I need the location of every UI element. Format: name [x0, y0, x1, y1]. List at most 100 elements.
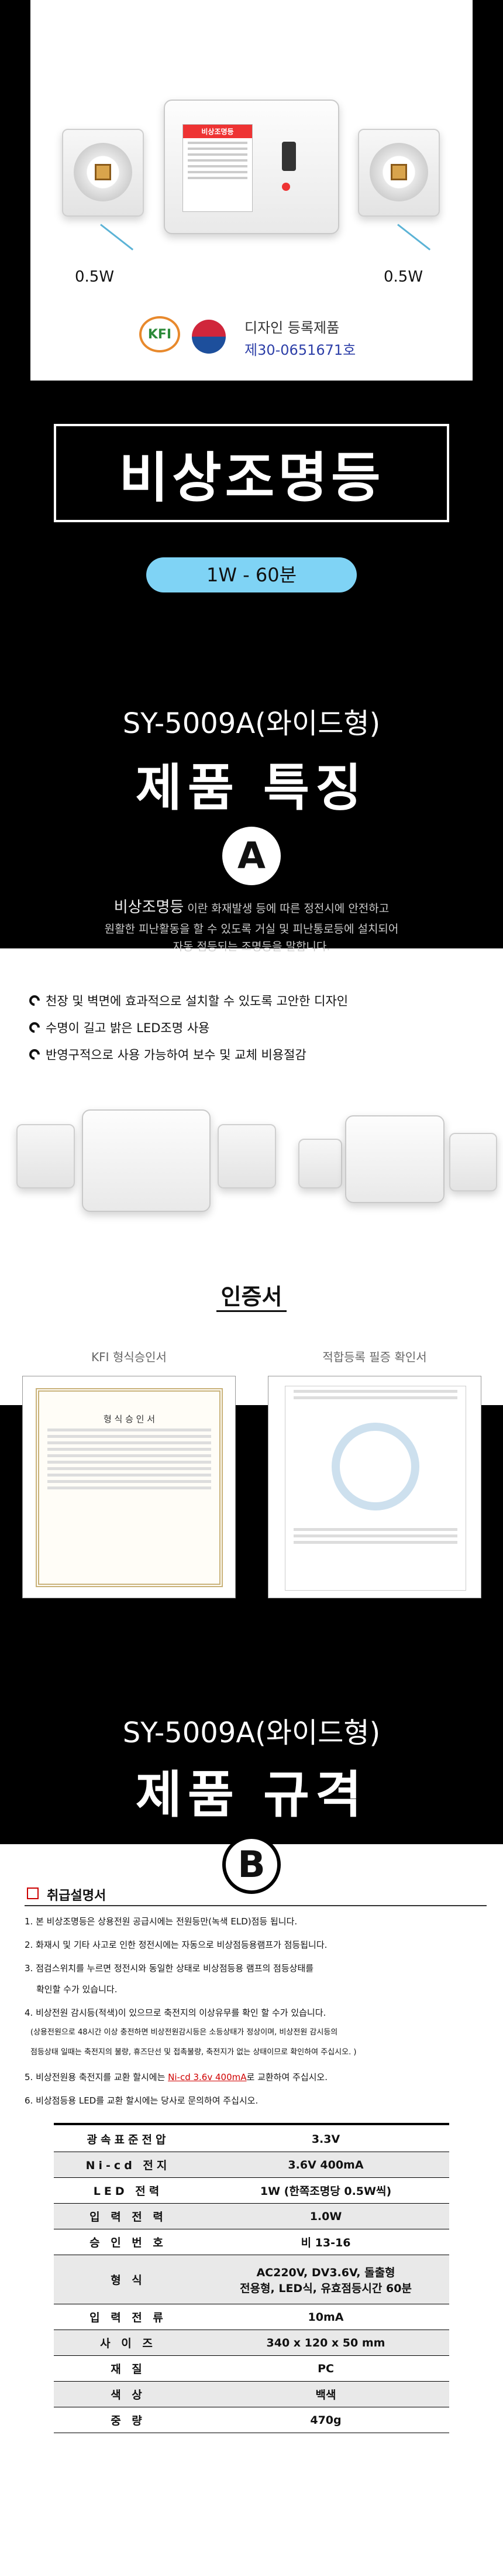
banner-title: 비상조명등: [119, 446, 384, 509]
banner-frame: 비상조명등: [54, 424, 449, 522]
spec-value: 1.0W: [202, 2204, 449, 2229]
photo-left-lamp-2: [298, 1139, 342, 1188]
spec-key: 사 이 즈: [100, 2337, 156, 2350]
cert-left-doc-title: 형 식 승 인 서: [103, 1414, 156, 1424]
cert-right-document: [285, 1386, 466, 1591]
spec-key: 입 력 전 력: [89, 2211, 167, 2224]
spec-value-line: 비 13-16: [301, 2236, 351, 2249]
feature-item: 천장 및 벽면에 효과적으로 설치할 수 있도록 고안한 디자인: [27, 992, 348, 1009]
korea-emblem-icon: [192, 320, 226, 354]
spec-row: 색 상 백색: [54, 2382, 449, 2407]
spec-row: 승 인 번 호 비 13-16: [54, 2229, 449, 2255]
right-power-label: 0.5W: [384, 268, 423, 286]
spec-value: 3.3V: [202, 2126, 449, 2152]
spec-row: 광속표준전압 3.3V: [54, 2126, 449, 2152]
cert-left-frame: 형 식 승 인 서: [22, 1376, 236, 1598]
spec-key: 입 력 전 류: [54, 2304, 202, 2330]
spec-value-line-2: 전용형, LED식, 유효점등시간 60분: [240, 2282, 412, 2295]
manual-title: 취급설명서: [47, 1889, 106, 1903]
desc-strong: 비상조명등: [113, 899, 184, 916]
design-reg-title: 디자인 등록제품: [244, 320, 340, 336]
cert-right-frame: [268, 1376, 481, 1598]
photo-body-2: [345, 1115, 445, 1203]
spec-row: 사 이 즈 340 x 120 x 50 mm: [54, 2330, 449, 2356]
spec-table-top-border: [54, 2123, 449, 2125]
feature-item: 반영구적으로 사용 가능하여 보수 및 교체 비용절감: [27, 1046, 306, 1063]
spec-value-line: 1W (한쪽조명당 0.5W씩): [260, 2185, 392, 2198]
spec-key: 중 량: [54, 2407, 202, 2433]
status-led-icon: [282, 183, 290, 191]
section-b-heading: 제품 규격: [135, 1766, 368, 1824]
desc-line-2: 원활한 피난활동을 할 수 있도록 거실 및 피난통로등에 설치되어: [104, 922, 399, 936]
spec-key: LED 전력: [54, 2178, 202, 2203]
right-lamp: [358, 129, 440, 217]
left-arrow-icon: [100, 224, 134, 251]
spec-value-line: 백색: [315, 2389, 336, 2402]
spec-key: 재 질: [54, 2356, 202, 2381]
spec-key: Ni-cd 전지: [85, 2159, 171, 2172]
spec-value: 340 x 120 x 50 mm: [202, 2330, 449, 2355]
spec-row: 중 량 470g: [54, 2407, 449, 2433]
section-a-model: SY-5009A(와이드형): [122, 707, 381, 740]
cert-left-title: KFI 형식승인서: [91, 1350, 167, 1364]
note-5: 5. 비상전원용 축전지를 교환 할시에는 Ni-cd 3.6v 400mA로 …: [25, 2072, 328, 2082]
section-b-badge: B: [222, 1835, 281, 1894]
desc-line-3: 자동 점등되는 조명등을 말합니다.: [173, 940, 330, 953]
checkbox-icon: [27, 1888, 39, 1899]
manual-divider: [25, 1905, 487, 1906]
note-2: 2. 화재시 및 기타 사고로 인한 정전시에는 자동으로 비상점등용램프가 점…: [25, 1940, 328, 1950]
photo-left-lamp-1: [16, 1124, 75, 1188]
spec-value-line: 3.6V 400mA: [288, 2158, 364, 2171]
section-a: [0, 644, 503, 1405]
kc-mark-icon: [332, 1423, 419, 1510]
spec-value-line: 10mA: [308, 2310, 344, 2324]
spec-value-line: 470g: [310, 2413, 342, 2427]
spec-key: 승 인 번 호: [54, 2229, 202, 2255]
left-lamp: [62, 129, 144, 217]
product-label-title: 비상조명등: [183, 125, 252, 138]
spec-key: 색 상: [111, 2389, 146, 2402]
section-b-model: SY-5009A(와이드형): [122, 1717, 381, 1749]
design-reg-number: 제30-0651671호: [244, 342, 356, 358]
bullet-icon: [27, 1047, 42, 1062]
photo-right-lamp-2: [449, 1133, 497, 1191]
spec-row: 입 력 전 력 1.0W: [54, 2204, 449, 2229]
note-4: 4. 비상전원 감시등(적색)이 있으므로 축전지의 이상유무를 확인 할 수가…: [25, 2008, 326, 2018]
photo-body-1: [82, 1109, 211, 1212]
test-switch: [282, 142, 296, 171]
kfi-logo: KFI: [139, 316, 180, 352]
certs-underline: [216, 1310, 287, 1312]
product-body: 비상조명등: [164, 100, 339, 234]
cert-left-document: 형 식 승 인 서: [36, 1388, 223, 1587]
left-power-label: 0.5W: [75, 268, 115, 286]
spec-key: 형 식: [111, 2274, 146, 2287]
spec-row: LED 전력 1W (한쪽조명당 0.5W씩): [54, 2178, 449, 2204]
spec-value-line: 340 x 120 x 50 mm: [266, 2336, 385, 2349]
battery-spec-highlight: Ni-cd 3.6v 400mA: [168, 2072, 247, 2082]
spec-value: 3.6V 400mA: [202, 2152, 449, 2177]
spec-value: 470g: [202, 2407, 449, 2433]
spec-value: PC: [202, 2356, 449, 2381]
photo-right-lamp-1: [218, 1124, 276, 1188]
spec-key: 광속표준전압: [54, 2126, 202, 2152]
spec-row: Ni-cd 전지 3.6V 400mA: [54, 2152, 449, 2178]
product-label: 비상조명등: [182, 124, 253, 212]
spec-value-line: 1.0W: [309, 2210, 342, 2223]
spec-value: 10mA: [202, 2304, 449, 2330]
note-1: 1. 본 비상조명등은 상용전원 공급시에는 전원등만(녹색 ELD)점등 됩니…: [25, 1916, 298, 1927]
desc-line-1: 이란 화재발생 등에 따른 정전시에 안전하고: [184, 902, 390, 915]
spec-value-line: 3.3V: [311, 2132, 340, 2146]
spec-value: 비 13-16: [202, 2229, 449, 2255]
section-a-description: 비상조명등 이란 화재발생 등에 따른 정전시에 안전하고 원활한 피난활동을 …: [0, 896, 503, 955]
section-a-badge: A: [222, 827, 281, 885]
certs-heading: 인증서: [221, 1284, 282, 1310]
cert-right-title: 적합등록 필증 확인서: [322, 1350, 427, 1364]
note-6: 6. 비상점등용 LED를 교환 할시에는 당사로 문의하여 주십시오.: [25, 2095, 259, 2106]
bullet-icon: [27, 1020, 42, 1035]
spec-row: 입 력 전 류 10mA: [54, 2304, 449, 2330]
spec-pill: 1W - 60분: [146, 557, 357, 592]
